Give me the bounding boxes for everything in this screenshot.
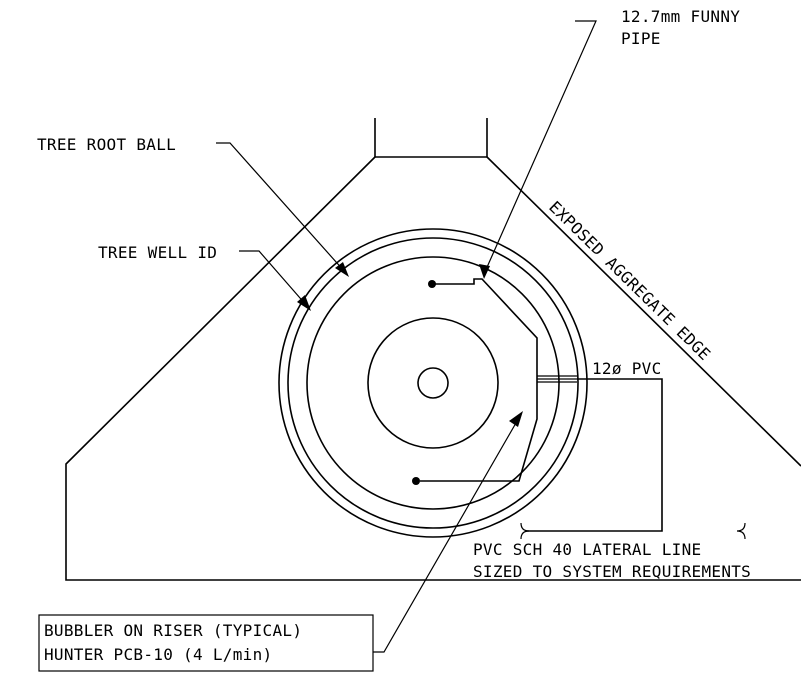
label-bubbler-1: BUBBLER ON RISER (TYPICAL) <box>44 621 302 640</box>
aggregate-edge-left <box>65 156 801 581</box>
pvc-supply <box>525 375 663 532</box>
paving-outline <box>65 118 801 581</box>
root-ball-ring <box>306 256 560 510</box>
funny-pipe <box>420 278 538 482</box>
tree-well <box>278 228 588 538</box>
leader-root-ball <box>216 142 346 273</box>
label-lateral-line-2: SIZED TO SYSTEM REQUIREMENTS <box>473 562 751 581</box>
label-funny-pipe-2: PIPE <box>621 29 661 48</box>
label-lateral-line-1: PVC SCH 40 LATERAL LINE <box>473 540 701 559</box>
lateral-line-brace <box>520 522 746 540</box>
label-funny-pipe-1: 12.7mm FUNNY <box>621 7 740 26</box>
bubbler-top <box>428 280 436 288</box>
trunk-center <box>417 367 449 399</box>
funny-pipe-run <box>412 278 538 485</box>
walk-stub <box>374 118 488 158</box>
leader-funny-pipe <box>483 20 597 275</box>
label-pvc-size: 12ø PVC <box>592 359 662 378</box>
label-tree-root-ball: TREE ROOT BALL <box>37 135 176 154</box>
leader-bubbler <box>373 415 521 653</box>
leaders <box>216 20 597 653</box>
tree-well-id-ring <box>287 237 579 529</box>
label-bubbler-2: HUNTER PCB-10 (4 L/min) <box>44 645 272 664</box>
label-tree-well-id: TREE WELL ID <box>98 243 217 262</box>
aggregate-edge-right <box>486 156 801 467</box>
trunk-ring <box>367 317 499 449</box>
tree-well-outer-ring <box>278 228 588 538</box>
pvc-lateral-line <box>525 378 663 532</box>
bubbler-bottom <box>412 477 420 485</box>
bubbler-callout-box <box>38 614 374 672</box>
leader-tree-well <box>239 250 308 307</box>
